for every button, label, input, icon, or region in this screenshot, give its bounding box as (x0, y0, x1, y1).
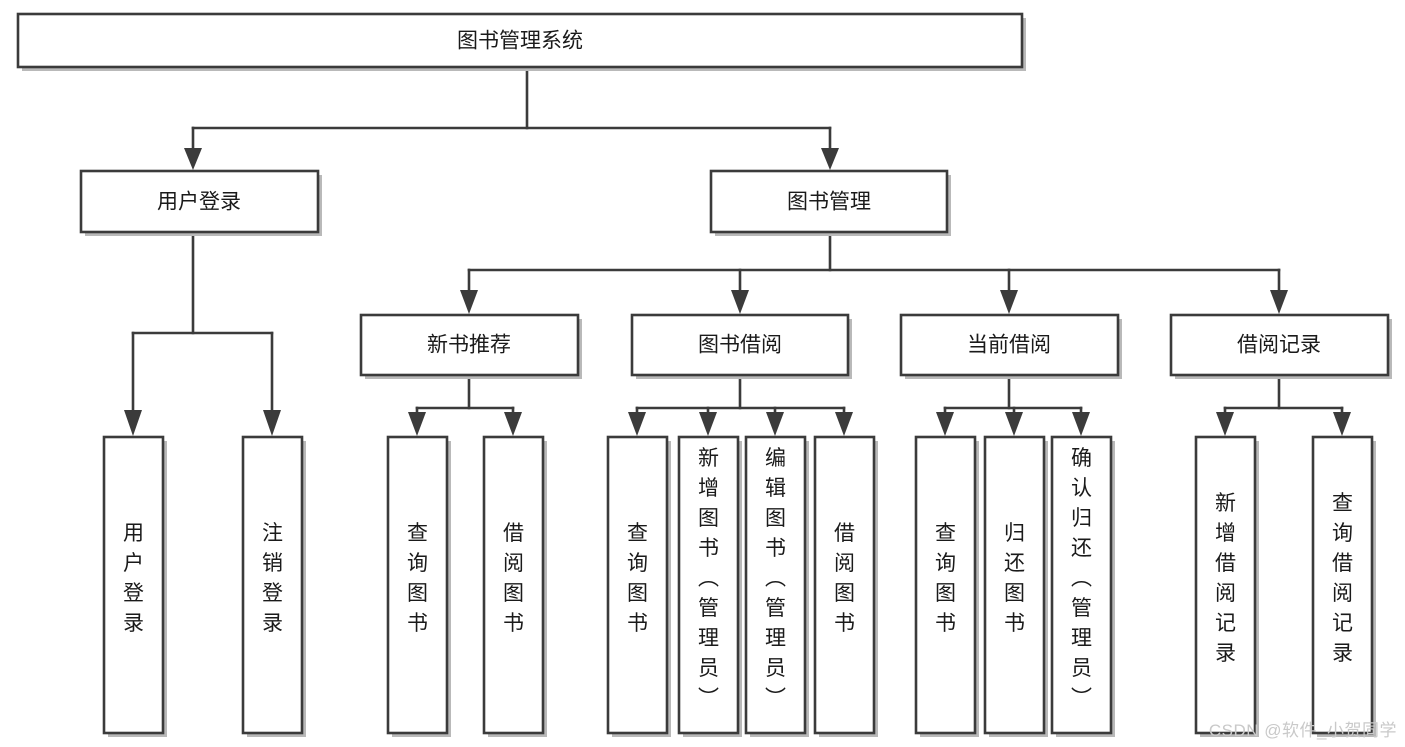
node-new-book-recommend-box (359, 313, 580, 377)
node-root-label: 图书管理系统 (457, 30, 583, 53)
node-user-login-box (79, 169, 320, 234)
arrow-head-leaf-query-book-current (936, 412, 954, 436)
arrow-head-leaf-query-book-recommend (408, 412, 426, 436)
node-leaf-return-book[interactable]: 归还图书 (983, 435, 1048, 737)
arrow-head-book-borrow (731, 290, 749, 314)
arrow-head-current-borrow (1000, 290, 1018, 314)
watermark-text: CSDN @软件_小贺同学 (1208, 721, 1397, 740)
node-leaf-return-book-label: 归还图书 (1004, 522, 1025, 635)
node-new-book-recommend[interactable]: 新书推荐 (359, 313, 582, 379)
arrow-head-leaf-query-borrow-record (1333, 412, 1351, 436)
node-leaf-query-borrow-record-box (1311, 435, 1374, 735)
arrow-head-leaf-return-book (1005, 412, 1023, 436)
node-leaf-query-book-recommend-label: 查询图书 (407, 522, 428, 635)
arrow-head-user-login (184, 148, 202, 170)
node-leaf-query-book-recommend-box (386, 435, 449, 735)
node-leaf-query-book-box (606, 435, 669, 735)
arrow-head-leaf-user-logout (263, 410, 281, 436)
node-leaf-query-book-current-label: 查询图书 (935, 522, 956, 635)
node-leaf-confirm-return-admin-label: 确认归还︵管理员︶ (1071, 447, 1092, 710)
node-book-management-box (709, 169, 949, 234)
connector-layer (124, 65, 1351, 436)
node-leaf-user-login[interactable]: 用户登录 (102, 435, 167, 737)
arrow-head-borrow-record (1270, 290, 1288, 314)
node-leaf-add-borrow-record-label: 新增借阅记录 (1215, 492, 1236, 665)
node-root[interactable]: 图书管理系统 (16, 12, 1026, 71)
node-book-management-label: 图书管理 (787, 191, 871, 214)
arrow-head-leaf-borrow-book-recommend (504, 412, 522, 436)
node-leaf-query-borrow-record-label: 查询借阅记录 (1332, 492, 1353, 665)
node-leaf-borrow-book[interactable]: 借阅图书 (813, 435, 878, 737)
node-leaf-add-borrow-record-box (1194, 435, 1257, 735)
bracket-glyph: ︵ (698, 567, 719, 590)
node-leaf-query-book-label: 查询图书 (627, 522, 648, 635)
node-book-borrow-box (630, 313, 850, 377)
node-leaf-add-book-admin-label: 新增图书︵管理员︶ (698, 447, 719, 710)
node-leaf-user-login-box (102, 435, 165, 735)
node-leaf-confirm-return-admin-box (1050, 435, 1113, 735)
node-leaf-user-logout-label: 注销登录 (262, 522, 283, 635)
node-leaf-borrow-book-recommend[interactable]: 借阅图书 (482, 435, 547, 737)
arrow-head-leaf-borrow-book (835, 412, 853, 436)
node-book-borrow[interactable]: 图书借阅 (630, 313, 852, 379)
node-user-login-label: 用户登录 (157, 191, 241, 214)
node-leaf-edit-book-admin-box (744, 435, 807, 735)
bracket-glyph: ︶ (698, 687, 719, 710)
arrow-head-leaf-add-book-admin (699, 412, 717, 436)
node-new-book-recommend-label: 新书推荐 (427, 334, 511, 357)
bracket-glyph: ︶ (765, 687, 786, 710)
node-leaf-user-login-label: 用户登录 (123, 522, 144, 635)
node-leaf-query-book-recommend[interactable]: 查询图书 (386, 435, 451, 737)
node-borrow-record[interactable]: 借阅记录 (1169, 313, 1392, 379)
bracket-glyph: ︶ (1071, 687, 1092, 710)
node-leaf-confirm-return-admin[interactable]: 确认归还︵管理员︶ (1050, 435, 1115, 737)
node-root-box (16, 12, 1024, 69)
node-current-borrow-box (899, 313, 1120, 377)
node-book-management[interactable]: 图书管理 (709, 169, 951, 236)
node-leaf-return-book-box (983, 435, 1046, 735)
node-leaf-query-book[interactable]: 查询图书 (606, 435, 671, 737)
arrow-head-leaf-user-login (124, 410, 142, 436)
bracket-glyph: ︵ (1071, 567, 1092, 590)
arrow-head-new-book-recommend (460, 290, 478, 314)
node-leaf-borrow-book-recommend-box (482, 435, 545, 735)
node-leaf-add-borrow-record[interactable]: 新增借阅记录 (1194, 435, 1259, 737)
arrow-head-leaf-edit-book-admin (766, 412, 784, 436)
node-leaf-add-book-admin[interactable]: 新增图书︵管理员︶ (677, 435, 742, 737)
node-leaf-add-book-admin-box (677, 435, 740, 735)
node-borrow-record-box (1169, 313, 1390, 377)
node-leaf-edit-book-admin[interactable]: 编辑图书︵管理员︶ (744, 435, 809, 737)
node-current-borrow-label: 当前借阅 (967, 334, 1051, 357)
node-book-borrow-label: 图书借阅 (698, 334, 782, 357)
node-user-login[interactable]: 用户登录 (79, 169, 322, 236)
node-leaf-query-book-current[interactable]: 查询图书 (914, 435, 979, 737)
node-leaf-borrow-book-label: 借阅图书 (834, 522, 855, 635)
node-leaf-user-logout[interactable]: 注销登录 (241, 435, 306, 737)
arrow-head-book-management (821, 148, 839, 170)
node-leaf-borrow-book-box (813, 435, 876, 735)
node-leaf-query-borrow-record[interactable]: 查询借阅记录 (1311, 435, 1376, 737)
leaf-layer: 用户登录 注销登录 查询图书 借阅图书 查询图书 新增图书︵管理员︶ 编辑图书︵管理员︶ 借阅… (102, 435, 1376, 737)
bracket-glyph: ︵ (765, 567, 786, 590)
arrow-head-leaf-confirm-return-admin (1072, 412, 1090, 436)
node-borrow-record-label: 借阅记录 (1237, 334, 1321, 357)
node-leaf-borrow-book-recommend-label: 借阅图书 (503, 522, 524, 635)
arrow-head-leaf-query-book (628, 412, 646, 436)
node-current-borrow[interactable]: 当前借阅 (899, 313, 1122, 379)
arrow-head-leaf-add-borrow-record (1216, 412, 1234, 436)
node-leaf-user-logout-box (241, 435, 304, 735)
node-leaf-query-book-current-box (914, 435, 977, 735)
node-leaf-edit-book-admin-label: 编辑图书︵管理员︶ (765, 447, 786, 710)
